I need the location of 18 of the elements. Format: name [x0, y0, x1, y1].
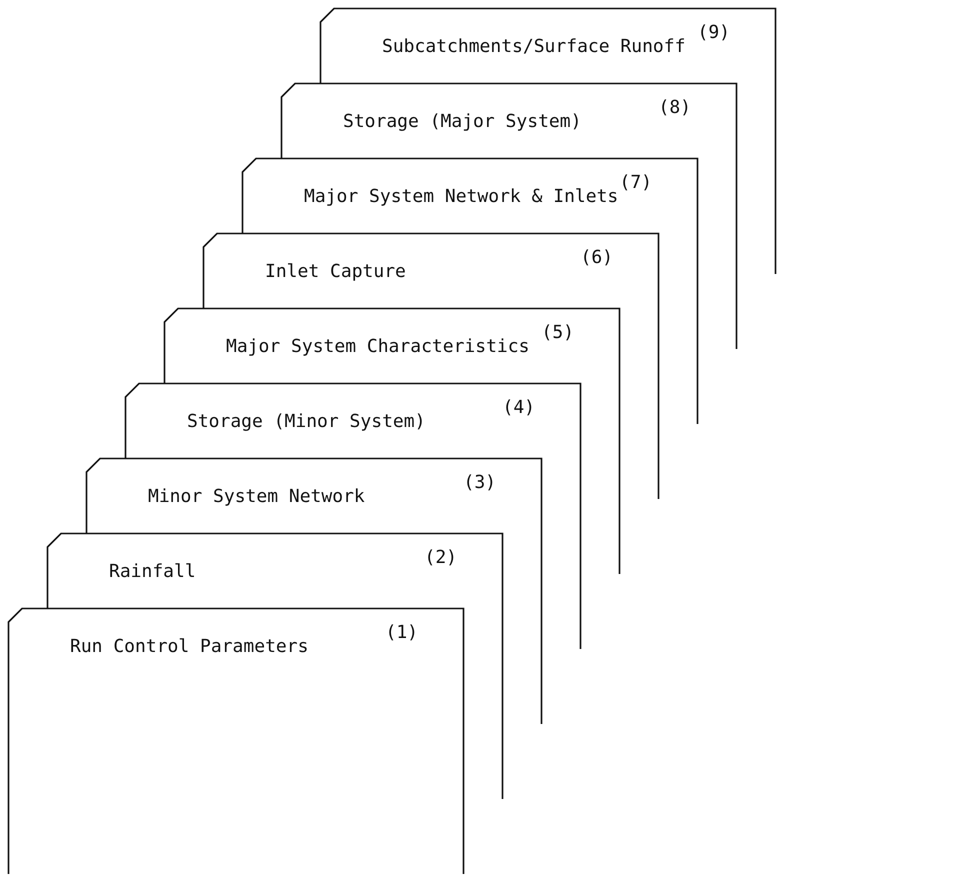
card-number: (2) [424, 547, 457, 568]
card-number: (4) [502, 397, 535, 418]
card-title: Major System Characteristics [226, 336, 530, 357]
card-title: Subcatchments/Surface Runoff [382, 36, 686, 57]
card-title: Run Control Parameters [70, 636, 308, 657]
card-title: Minor System Network [148, 486, 365, 507]
card-title: Rainfall [109, 561, 196, 582]
card-title: Inlet Capture [265, 261, 406, 282]
card-number: (9) [697, 22, 730, 43]
card-number: (5) [541, 322, 574, 343]
card-number: (7) [619, 172, 652, 193]
card-number: (1) [385, 622, 418, 643]
card-number: (3) [463, 472, 496, 493]
card-number: (6) [580, 247, 613, 268]
card-number: (8) [658, 97, 691, 118]
card-title: Storage (Major System) [343, 111, 582, 132]
card-title: Storage (Minor System) [187, 411, 426, 432]
card-title: Major System Network & Inlets [304, 186, 618, 207]
